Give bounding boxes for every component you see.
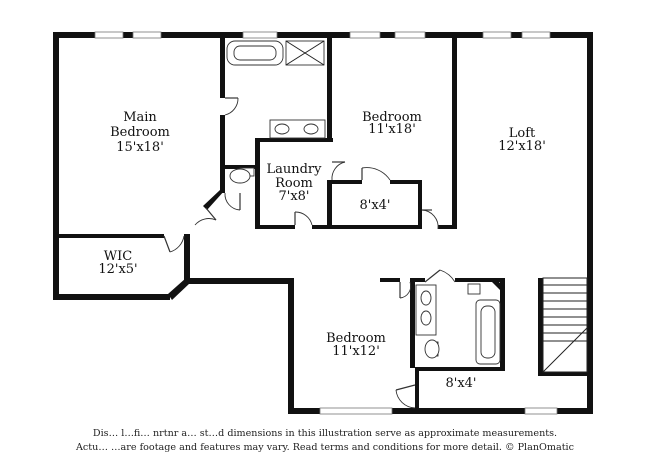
doors: [163, 97, 456, 409]
wic-size: 12'x5': [98, 262, 137, 277]
fixtures: [226, 40, 501, 365]
interior-walls: [59, 38, 587, 409]
main-bedroom-label: Bedroom: [110, 125, 170, 140]
closet-top-size: 8'x4': [359, 198, 390, 213]
bedroom-top-label: Bedroom: [362, 110, 422, 125]
loft-label: Loft: [509, 126, 536, 141]
windows: [94, 31, 558, 415]
exterior-walls: [53, 32, 593, 414]
disclaimer-line: Actu… …are footage and features may vary…: [75, 442, 575, 453]
main-bedroom-size: 15'x18': [116, 140, 164, 155]
bedroom-bottom-size: 11'x12': [332, 344, 380, 359]
bedroom-bottom-label: Bedroom: [326, 331, 386, 346]
main-bedroom-label: Main: [123, 110, 157, 125]
closet-bottom-size: 8'x4': [445, 376, 476, 391]
disclaimer-line: Dis… l…fi… nrtnr a… st…d dimensions in t…: [92, 428, 558, 439]
laundry-label: Room: [275, 176, 313, 191]
laundry-size: 7'x8': [278, 189, 309, 204]
laundry-label: Laundry: [266, 162, 322, 177]
staircase: [542, 277, 588, 373]
disclaimer: Dis… l…fi… nrtnr a… st…d dimensions in t…: [0, 427, 650, 455]
bedroom-top-size: 11'x18': [368, 122, 416, 137]
loft-size: 12'x18': [498, 139, 546, 154]
room-labels: Main Bedroom 15'x18' Bedroom 11'x18' Lof…: [98, 110, 545, 391]
wic-label: WIC: [104, 249, 132, 264]
